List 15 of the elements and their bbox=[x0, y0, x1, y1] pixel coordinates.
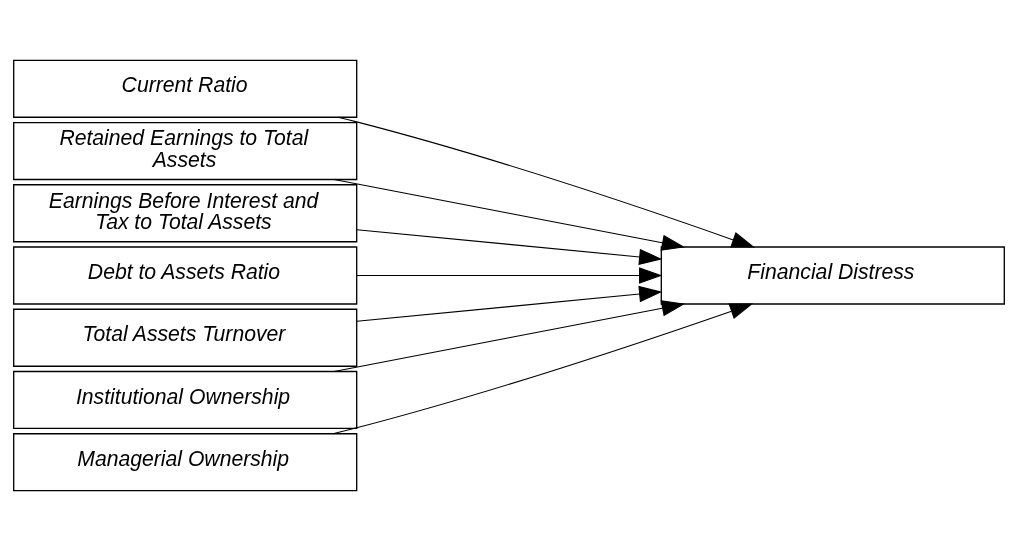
arrow bbox=[356, 266, 663, 284]
node-box: Financial Distress bbox=[660, 245, 1005, 305]
arrow bbox=[333, 178, 686, 251]
arrow bbox=[337, 116, 755, 248]
node-box: Debt to Assets Ratio bbox=[13, 245, 358, 305]
node-box: Retained Earnings to Total Assets bbox=[13, 121, 358, 180]
node-box: Earnings Before Interest and Tax to Total Assets bbox=[13, 183, 358, 242]
node-box: Total Assets Turnover bbox=[13, 308, 358, 367]
arrow bbox=[332, 303, 754, 434]
node-box: Institutional Ownership bbox=[13, 370, 358, 429]
arrow bbox=[356, 285, 663, 322]
arrow bbox=[333, 299, 686, 372]
node-box: Current Ratio bbox=[13, 59, 358, 118]
node-box: Managerial Ownership bbox=[13, 432, 358, 491]
arrow bbox=[356, 228, 663, 265]
